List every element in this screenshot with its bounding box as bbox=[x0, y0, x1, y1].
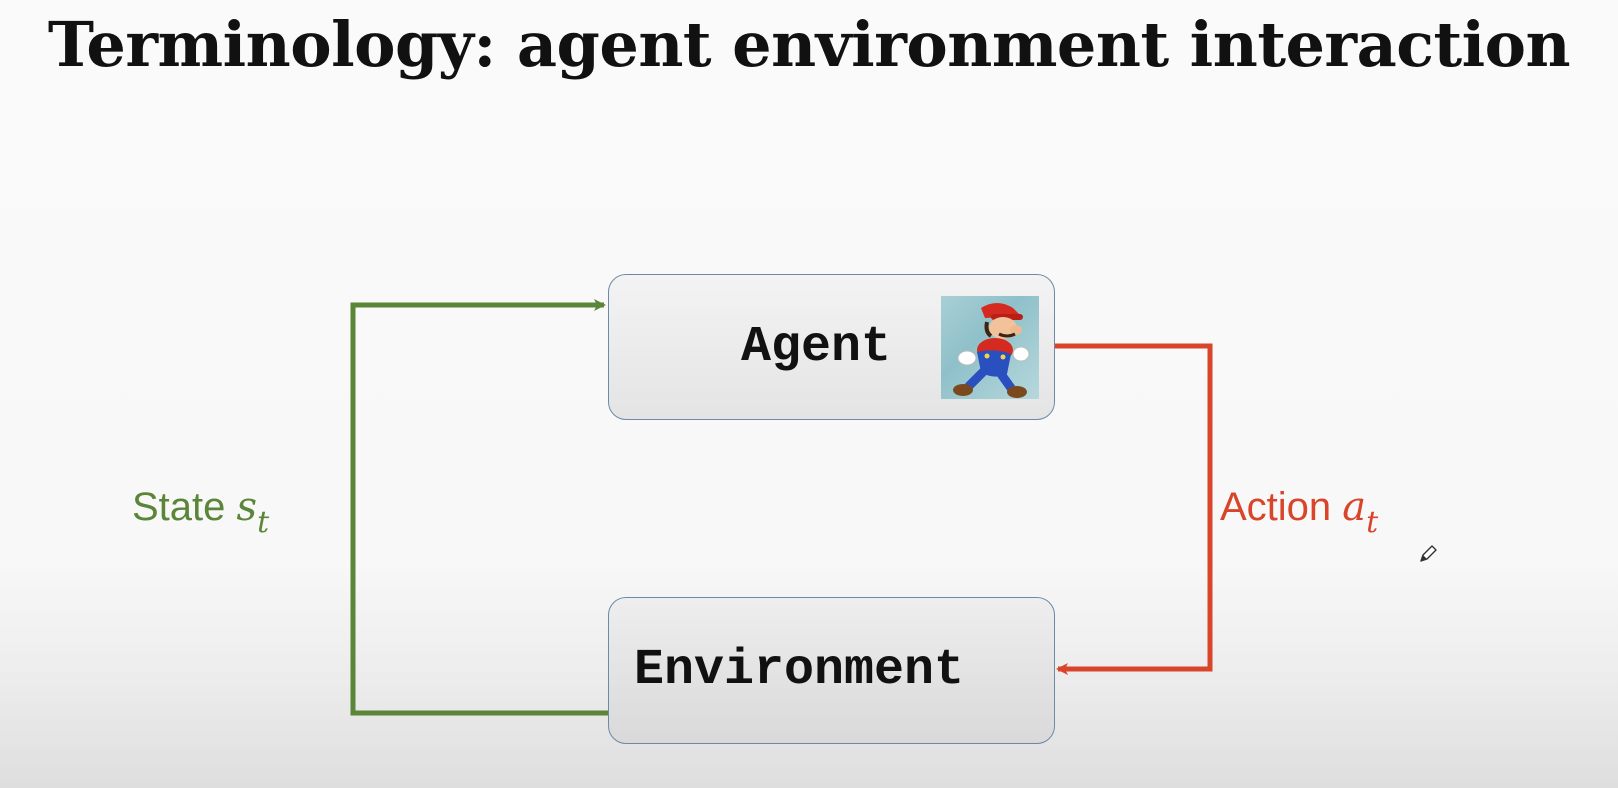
agent-label: Agent bbox=[741, 319, 892, 376]
state-label: State st bbox=[132, 484, 269, 540]
environment-box: Environment bbox=[608, 597, 1055, 744]
slide-title: Terminology: agent environment interacti… bbox=[47, 8, 1571, 81]
action-subscript: t bbox=[1366, 505, 1379, 540]
environment-label: Environment bbox=[634, 642, 965, 699]
pen-cursor-icon bbox=[1420, 545, 1437, 562]
action-word: Action bbox=[1220, 485, 1332, 529]
mario-running-icon bbox=[941, 296, 1039, 399]
action-arrow bbox=[1055, 343, 1213, 675]
action-label: Action at bbox=[1220, 484, 1378, 540]
state-symbol: s bbox=[236, 484, 258, 530]
agent-box: Agent bbox=[608, 274, 1055, 420]
state-word: State bbox=[132, 485, 226, 529]
state-subscript: t bbox=[257, 505, 270, 540]
action-symbol: a bbox=[1342, 484, 1367, 530]
state-arrow bbox=[350, 299, 608, 716]
